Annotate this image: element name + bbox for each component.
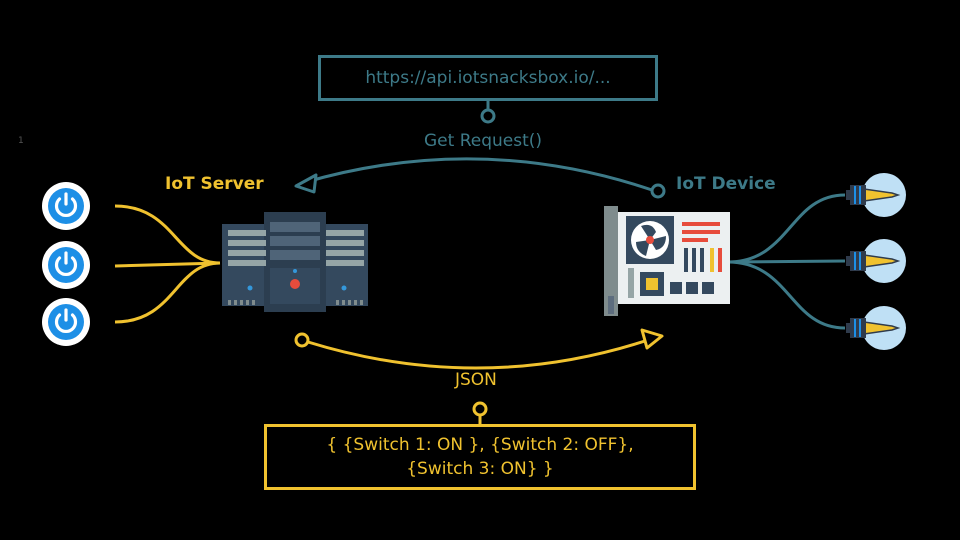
request-arrowhead	[294, 173, 318, 194]
power-button-icon[interactable]	[40, 180, 92, 232]
server-label: IoT Server	[165, 174, 264, 194]
switch-wires	[114, 204, 221, 324]
circuit-board-icon	[604, 206, 730, 316]
json-box-stem-knob	[472, 401, 488, 417]
page-marker: 1	[18, 136, 24, 146]
request-label: Get Request()	[424, 131, 543, 151]
power-button-icon[interactable]	[40, 296, 92, 348]
response-arrowhead	[640, 328, 664, 350]
bulb-wires	[727, 193, 846, 330]
light-bulb-icon	[845, 238, 907, 284]
power-button-icon[interactable]	[40, 239, 92, 291]
request-arrow-start	[650, 183, 666, 199]
response-arrow	[307, 338, 649, 370]
url-box: https://api.iotsnacksbox.io/...	[318, 55, 658, 101]
request-arrow	[305, 157, 653, 192]
server-rack-icon	[222, 212, 368, 312]
device-label: IoT Device	[676, 174, 776, 194]
response-label: JSON	[455, 370, 497, 390]
response-arrow-start	[294, 332, 310, 348]
url-box-stem-knob	[480, 108, 496, 124]
url-text: https://api.iotsnacksbox.io/...	[365, 68, 611, 88]
light-bulb-icon	[845, 172, 907, 218]
light-bulb-icon	[845, 305, 907, 351]
json-payload-text: { {Switch 1: ON }, {Switch 2: OFF}, {Swi…	[326, 435, 634, 479]
json-payload-box: { {Switch 1: ON }, {Switch 2: OFF}, {Swi…	[264, 424, 696, 490]
